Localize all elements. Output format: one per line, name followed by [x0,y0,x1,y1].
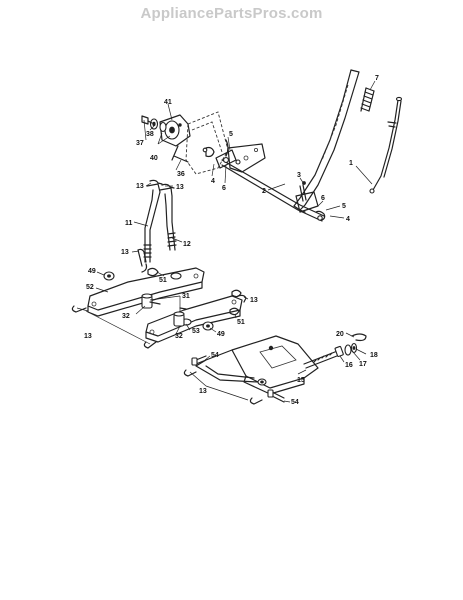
hairpins-bottom [183,369,263,405]
callout-31: 31 [182,293,190,300]
hairpin-clips-top [149,179,175,189]
lift-link-12 [159,187,177,251]
callout-36: 36 [177,171,185,178]
spacers [141,293,187,327]
callout-49b: 49 [217,331,225,338]
callout-51a: 51 [159,277,167,284]
callout-41: 41 [164,99,172,106]
lift-arm-rear-53 [145,295,243,343]
callout-6a: 6 [222,185,226,192]
callout-32a: 32 [122,313,130,320]
callout-51b: 51 [237,319,245,326]
callout-7: 7 [375,75,379,82]
callout-5b: 5 [342,203,346,210]
spring [360,87,375,112]
callout-2: 2 [262,188,266,195]
callout-4b: 4 [346,216,350,223]
callout-4a: 4 [211,178,215,185]
callout-5a: 5 [229,131,233,138]
lift-shaft [221,143,326,222]
callout-54b: 54 [291,399,299,406]
callout-13c: 13 [121,249,129,256]
bearing-assembly [141,114,241,169]
callout-15: 15 [297,377,305,384]
callout-6b: 6 [321,195,325,202]
bolts-54 [191,355,285,403]
callout-20: 20 [336,331,344,338]
callout-13f: 13 [199,388,207,395]
callout-labels: 1 2 3 4 4 5 5 6 6 7 11 12 13 13 13 13 13… [84,75,379,406]
callout-49a: 49 [88,268,96,275]
leader-lines [76,80,376,403]
callout-32b: 32 [175,333,183,340]
adjusting-bolt [303,342,358,369]
callout-17: 17 [359,361,367,368]
callout-37: 37 [136,140,144,147]
callout-13a: 13 [136,183,144,190]
callout-53: 53 [192,328,200,335]
callout-1: 1 [349,160,353,167]
lift-rod [369,96,403,194]
callout-12: 12 [183,241,191,248]
callout-13b: 13 [176,184,184,191]
clevis-pins [147,267,242,316]
hairpin-pin [137,248,148,273]
callout-16: 16 [345,362,353,369]
callout-38: 38 [146,131,154,138]
callout-13d: 13 [250,297,258,304]
callout-3: 3 [297,172,301,179]
hairpin-20 [351,333,367,342]
callout-13e: 13 [84,333,92,340]
callout-40: 40 [150,155,158,162]
mount-plate [185,111,229,175]
lift-link-11 [143,183,161,263]
callout-18: 18 [370,352,378,359]
callout-54a: 54 [211,352,219,359]
deck-bracket-15 [195,335,319,395]
callout-11: 11 [125,220,133,227]
callout-52: 52 [86,284,94,291]
watermark-text: AppliancePartsPros.com [140,5,323,22]
